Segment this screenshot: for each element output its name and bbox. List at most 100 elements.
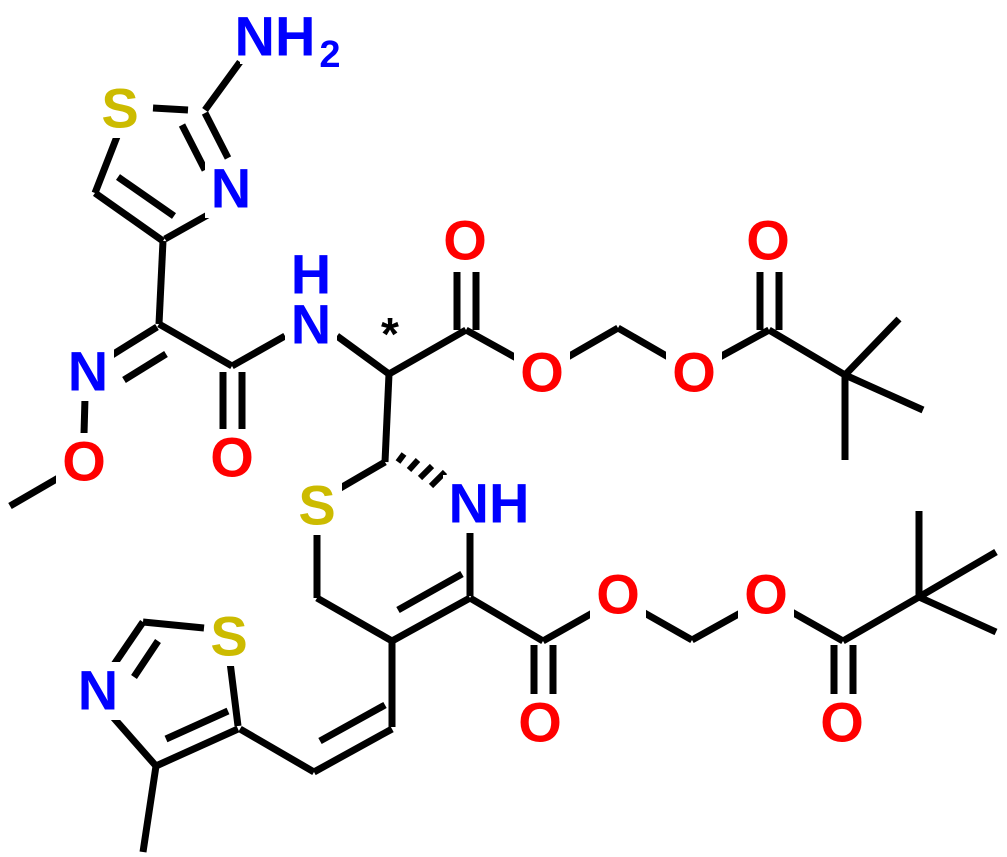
bond-o-ch2-lower [639,607,694,644]
methoxyimino-group [8,324,168,510]
amide-linker-group [157,320,392,432]
bond-s1-c2 [152,104,189,114]
thiazole-amine-subscript: 2 [319,34,340,76]
label-thiazole-amine: NH 2 [235,5,348,76]
bond-ch2-o-upper [616,324,672,362]
label-halo [204,429,260,487]
bond-quat-me3-lower [917,593,998,636]
bond-c4-c5-a [92,190,166,244]
bond-n-c4-lower [109,713,159,769]
label-aminothiazole-nitrogen: N [205,157,257,220]
upper-pivaloyl-oxygen-label: O [746,209,790,272]
label-lower-ester-oxygen-1: O [590,563,646,626]
bond-alphac-estercarbonyl [387,326,468,378]
label-methylthiazole-sulfur: S [205,605,254,668]
bond-vinyl-cc-b [318,701,387,745]
methylthiazole-nitrogen-label: N [78,659,118,722]
dihydrothiazine-core-ring [313,373,474,645]
bond-c2-amine [202,59,243,113]
bond-quat-me1-upper [842,316,902,378]
label-halo [62,343,114,401]
label-halo [590,566,646,624]
label-amide-carbonyl-oxygen: O [204,426,260,489]
label-lower-ester-oxygen-2: O [738,563,794,626]
label-upper-ester-carbonyl-oxygen: O [437,209,493,272]
label-ring-sulfur: S [293,474,342,537]
bond-esterc-o-single [464,326,522,364]
label-halo [205,608,254,666]
bond-quat-me2-upper [843,371,925,414]
bond-c4-methyl-lower [139,765,160,853]
aminothiazole-sulfur-label: S [101,77,138,140]
bond-o-pivaloylc-lower [788,607,845,645]
label-halo [512,694,568,752]
amide-nitrogen-label: N [291,293,331,356]
label-ring-nitrogen: NH [443,472,537,535]
label-upper-pivaloyl-oxygen: O [740,209,796,272]
bond-c-n-oxime-a [110,324,159,358]
bond-ringc-estercarbonyl-lower [468,594,545,645]
bond-c4-c5-lower-a [154,725,240,770]
lower-ester-oxygen-2-label: O [744,563,788,626]
lower-ester-carbonyl-oxygen-label: O [518,691,562,754]
bond-c2-n3-b [178,123,209,172]
bond-n-alphac [334,333,392,377]
label-amide-hydrogen: H [285,243,337,306]
bond-quat-me2-lower [917,548,998,601]
bond-esterc-o-single-lower [541,607,598,645]
label-halo [437,212,493,270]
upper-ester-oxygen-1-label: O [520,341,564,404]
amide-hydrogen-label: H [291,243,331,306]
bond-pivc-quat-lower [841,593,921,645]
label-halo [285,248,337,302]
label-methylthiazole-nitrogen: N [72,659,124,722]
upper-ester-chain [387,272,925,460]
bond-c4-sidechain [155,240,167,325]
lower-ester-chain [468,511,998,698]
atom-label-layer: NH 2 S N N O H N [56,5,870,754]
bond-c2-n-lower-b [131,639,161,679]
thiazole-amine-label: NH [235,5,316,68]
bond-o-methyl [8,473,62,510]
bond-vinyl-thiazole [238,725,316,776]
upper-ester-carbonyl-oxygen-label: O [443,209,487,272]
oxime-oxygen-label: O [62,430,106,493]
bond-c4-c5-lower-b [164,707,230,743]
oxime-nitrogen-label: N [68,340,108,403]
label-upper-ester-oxygen-2: O [666,341,722,404]
lower-pivaloyl-oxygen-label: O [820,691,864,754]
label-aminothiazole-sulfur: S [96,77,145,140]
bond-ringc-s [335,458,387,494]
bond-c-n-oxime-b [122,351,168,383]
bond-c2-n3-a [201,111,232,160]
label-halo [285,298,337,354]
label-halo [72,662,124,720]
bond-c5-s-lower [226,661,242,727]
methylthiazole-ring [109,618,242,853]
bond-vinyl-cc-a [312,725,394,776]
bond-carbonyl-n [230,332,287,370]
label-halo [96,80,145,138]
label-halo [56,433,112,491]
label-halo [205,160,257,218]
methylthiazole-sulfur-label: S [210,605,247,668]
label-halo [666,344,722,402]
label-halo [443,475,537,533]
label-lower-pivaloyl-oxygen: O [814,691,870,754]
bond-cc-ring-a [390,594,472,645]
bond-c5-s1 [91,132,122,195]
label-amide-nitrogen: N [285,293,337,356]
vinyl-linker [238,641,396,776]
label-oxime-oxygen: O [56,430,112,493]
bond-alphac-ringc [381,373,393,463]
ring-nitrogen-label: NH [449,472,530,535]
ring-sulfur-label: S [298,474,335,537]
upper-ester-oxygen-2-label: O [672,341,716,404]
bond-oximec-carbonyl [157,320,234,370]
label-halo [740,212,796,270]
lower-ester-oxygen-1-label: O [596,563,640,626]
bond-s-c2-lower [142,618,205,632]
label-halo [293,477,342,535]
bond-ch2-o-lower [690,607,746,644]
